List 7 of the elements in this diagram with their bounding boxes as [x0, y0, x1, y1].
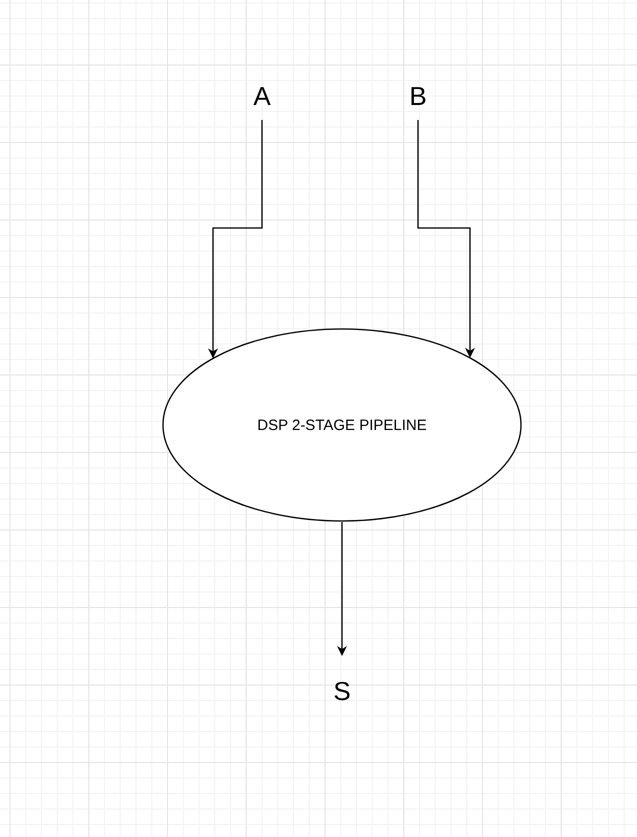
signal-label: B: [409, 83, 427, 109]
arrow: [417, 120, 475, 358]
arrow: [337, 522, 347, 656]
arrow: [208, 120, 263, 358]
signal-label: A: [253, 83, 271, 109]
signal-label: S: [333, 678, 351, 704]
process-label: DSP 2-STAGE PIPELINE: [257, 416, 427, 434]
